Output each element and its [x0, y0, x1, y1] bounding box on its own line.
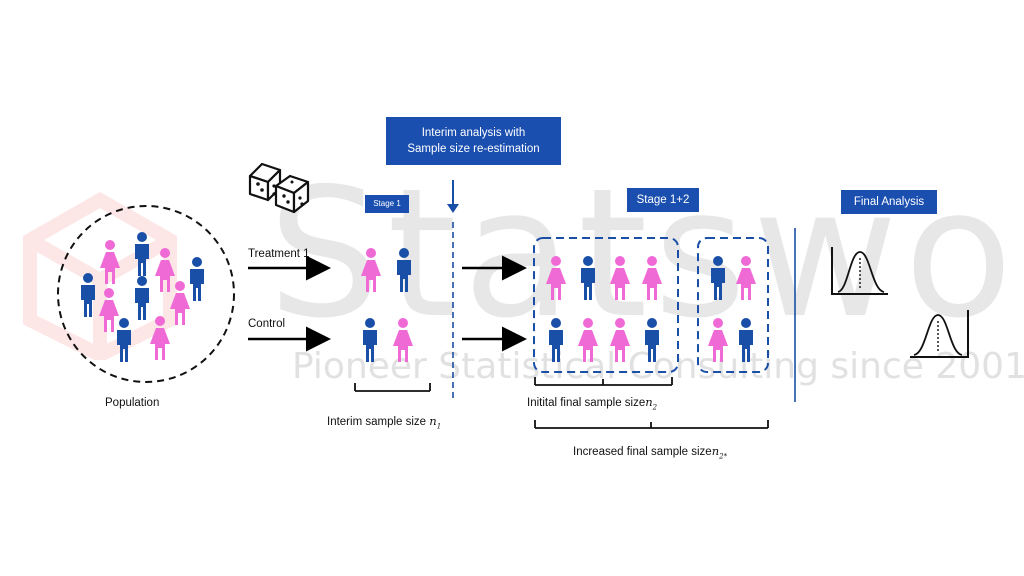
- initial-final-subscript: 2: [652, 403, 658, 412]
- initial-final-text: Initital final sample size: [527, 397, 646, 409]
- control-label: Control: [248, 318, 286, 330]
- watermark-sub: Pioneer Statistical Consulting since 200…: [292, 346, 1024, 387]
- population-label: Population: [105, 397, 160, 409]
- initial-final-bracket: [534, 377, 673, 386]
- stage1-people: [361, 248, 413, 362]
- population-people: [81, 232, 204, 362]
- increased-final-label: Increased final sample sizen2*: [573, 444, 727, 460]
- interim-sample-subscript: 1: [436, 422, 442, 431]
- interim-sample-symbol: n: [429, 414, 437, 428]
- watermark-main: Statswork: [268, 150, 1024, 357]
- initial-sample-box: [533, 237, 679, 373]
- increased-final-symbol: n: [711, 444, 720, 458]
- stage12-badge: Stage 1+2: [627, 188, 699, 212]
- increased-final-bracket: [534, 420, 769, 429]
- increased-final-text: Increased final sample size: [573, 446, 712, 458]
- dice-icon: [248, 162, 310, 214]
- stage1-badge: Stage 1: [365, 195, 409, 213]
- final-analysis-badge: Final Analysis: [841, 190, 937, 214]
- interim-bracket: [354, 383, 431, 392]
- interim-box-line2: Sample size re-estimation: [407, 143, 540, 155]
- population-circle: [57, 205, 235, 383]
- treatment-label: Treatment 1: [248, 248, 310, 260]
- interim-analysis-box: Interim analysis with Sample size re-est…: [386, 117, 561, 165]
- increased-final-subscript: 2*: [719, 452, 728, 461]
- additional-sample-box: [697, 237, 769, 373]
- normal-curve-icon: [831, 247, 888, 295]
- initial-final-label: Initital final sample sizen2: [527, 395, 657, 411]
- interim-sample-text: Interim sample size: [327, 416, 427, 428]
- stage12-people: [546, 256, 756, 362]
- normal-curve-icon: [910, 310, 969, 358]
- interim-sample-label: Interim sample size n1: [327, 414, 441, 430]
- interim-box-line1: Interim analysis with: [421, 127, 526, 139]
- initial-final-symbol: n: [645, 395, 653, 409]
